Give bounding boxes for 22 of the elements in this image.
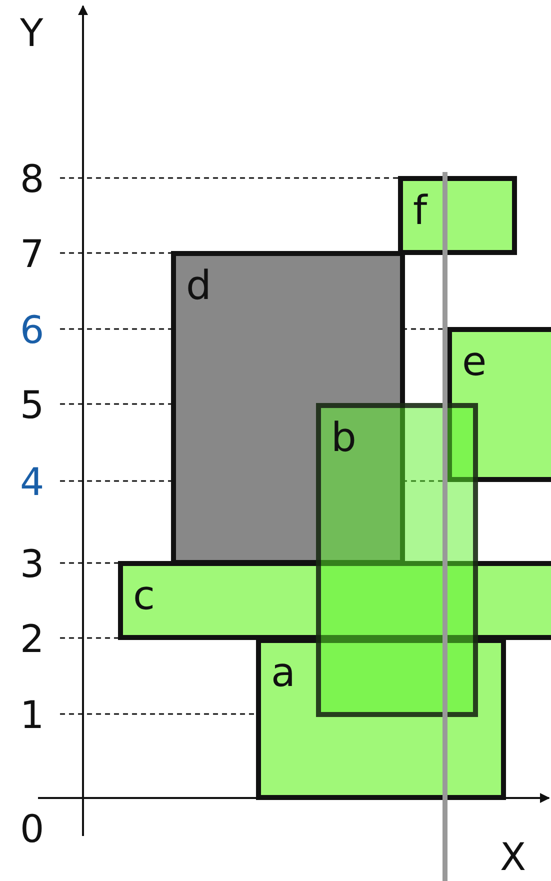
rectangle-label: c bbox=[133, 574, 155, 618]
rectangle-label: e bbox=[462, 340, 487, 384]
tick-label: 2 bbox=[20, 618, 44, 660]
rectangle bbox=[447, 327, 551, 482]
axis-label: X bbox=[500, 836, 526, 878]
rectangle-label: d bbox=[186, 264, 212, 308]
tick-label: 8 bbox=[20, 158, 44, 200]
tick-label: 4 bbox=[20, 461, 44, 503]
rectangle-label: a bbox=[271, 651, 296, 695]
rectangle bbox=[398, 176, 517, 255]
rectangle bbox=[118, 561, 551, 640]
rectangle-label: f bbox=[413, 189, 428, 233]
tick-label: 7 bbox=[20, 233, 44, 275]
tick-label: 3 bbox=[20, 543, 44, 585]
rectangle-label: b bbox=[331, 416, 356, 460]
rectangle bbox=[316, 403, 478, 717]
tick-label: 1 bbox=[20, 694, 44, 736]
axis-label: Y bbox=[20, 12, 44, 54]
tick-label: 6 bbox=[20, 309, 44, 351]
tick-label: 5 bbox=[20, 384, 44, 426]
rectangle bbox=[256, 638, 506, 800]
tick-label: 0 bbox=[20, 808, 44, 850]
